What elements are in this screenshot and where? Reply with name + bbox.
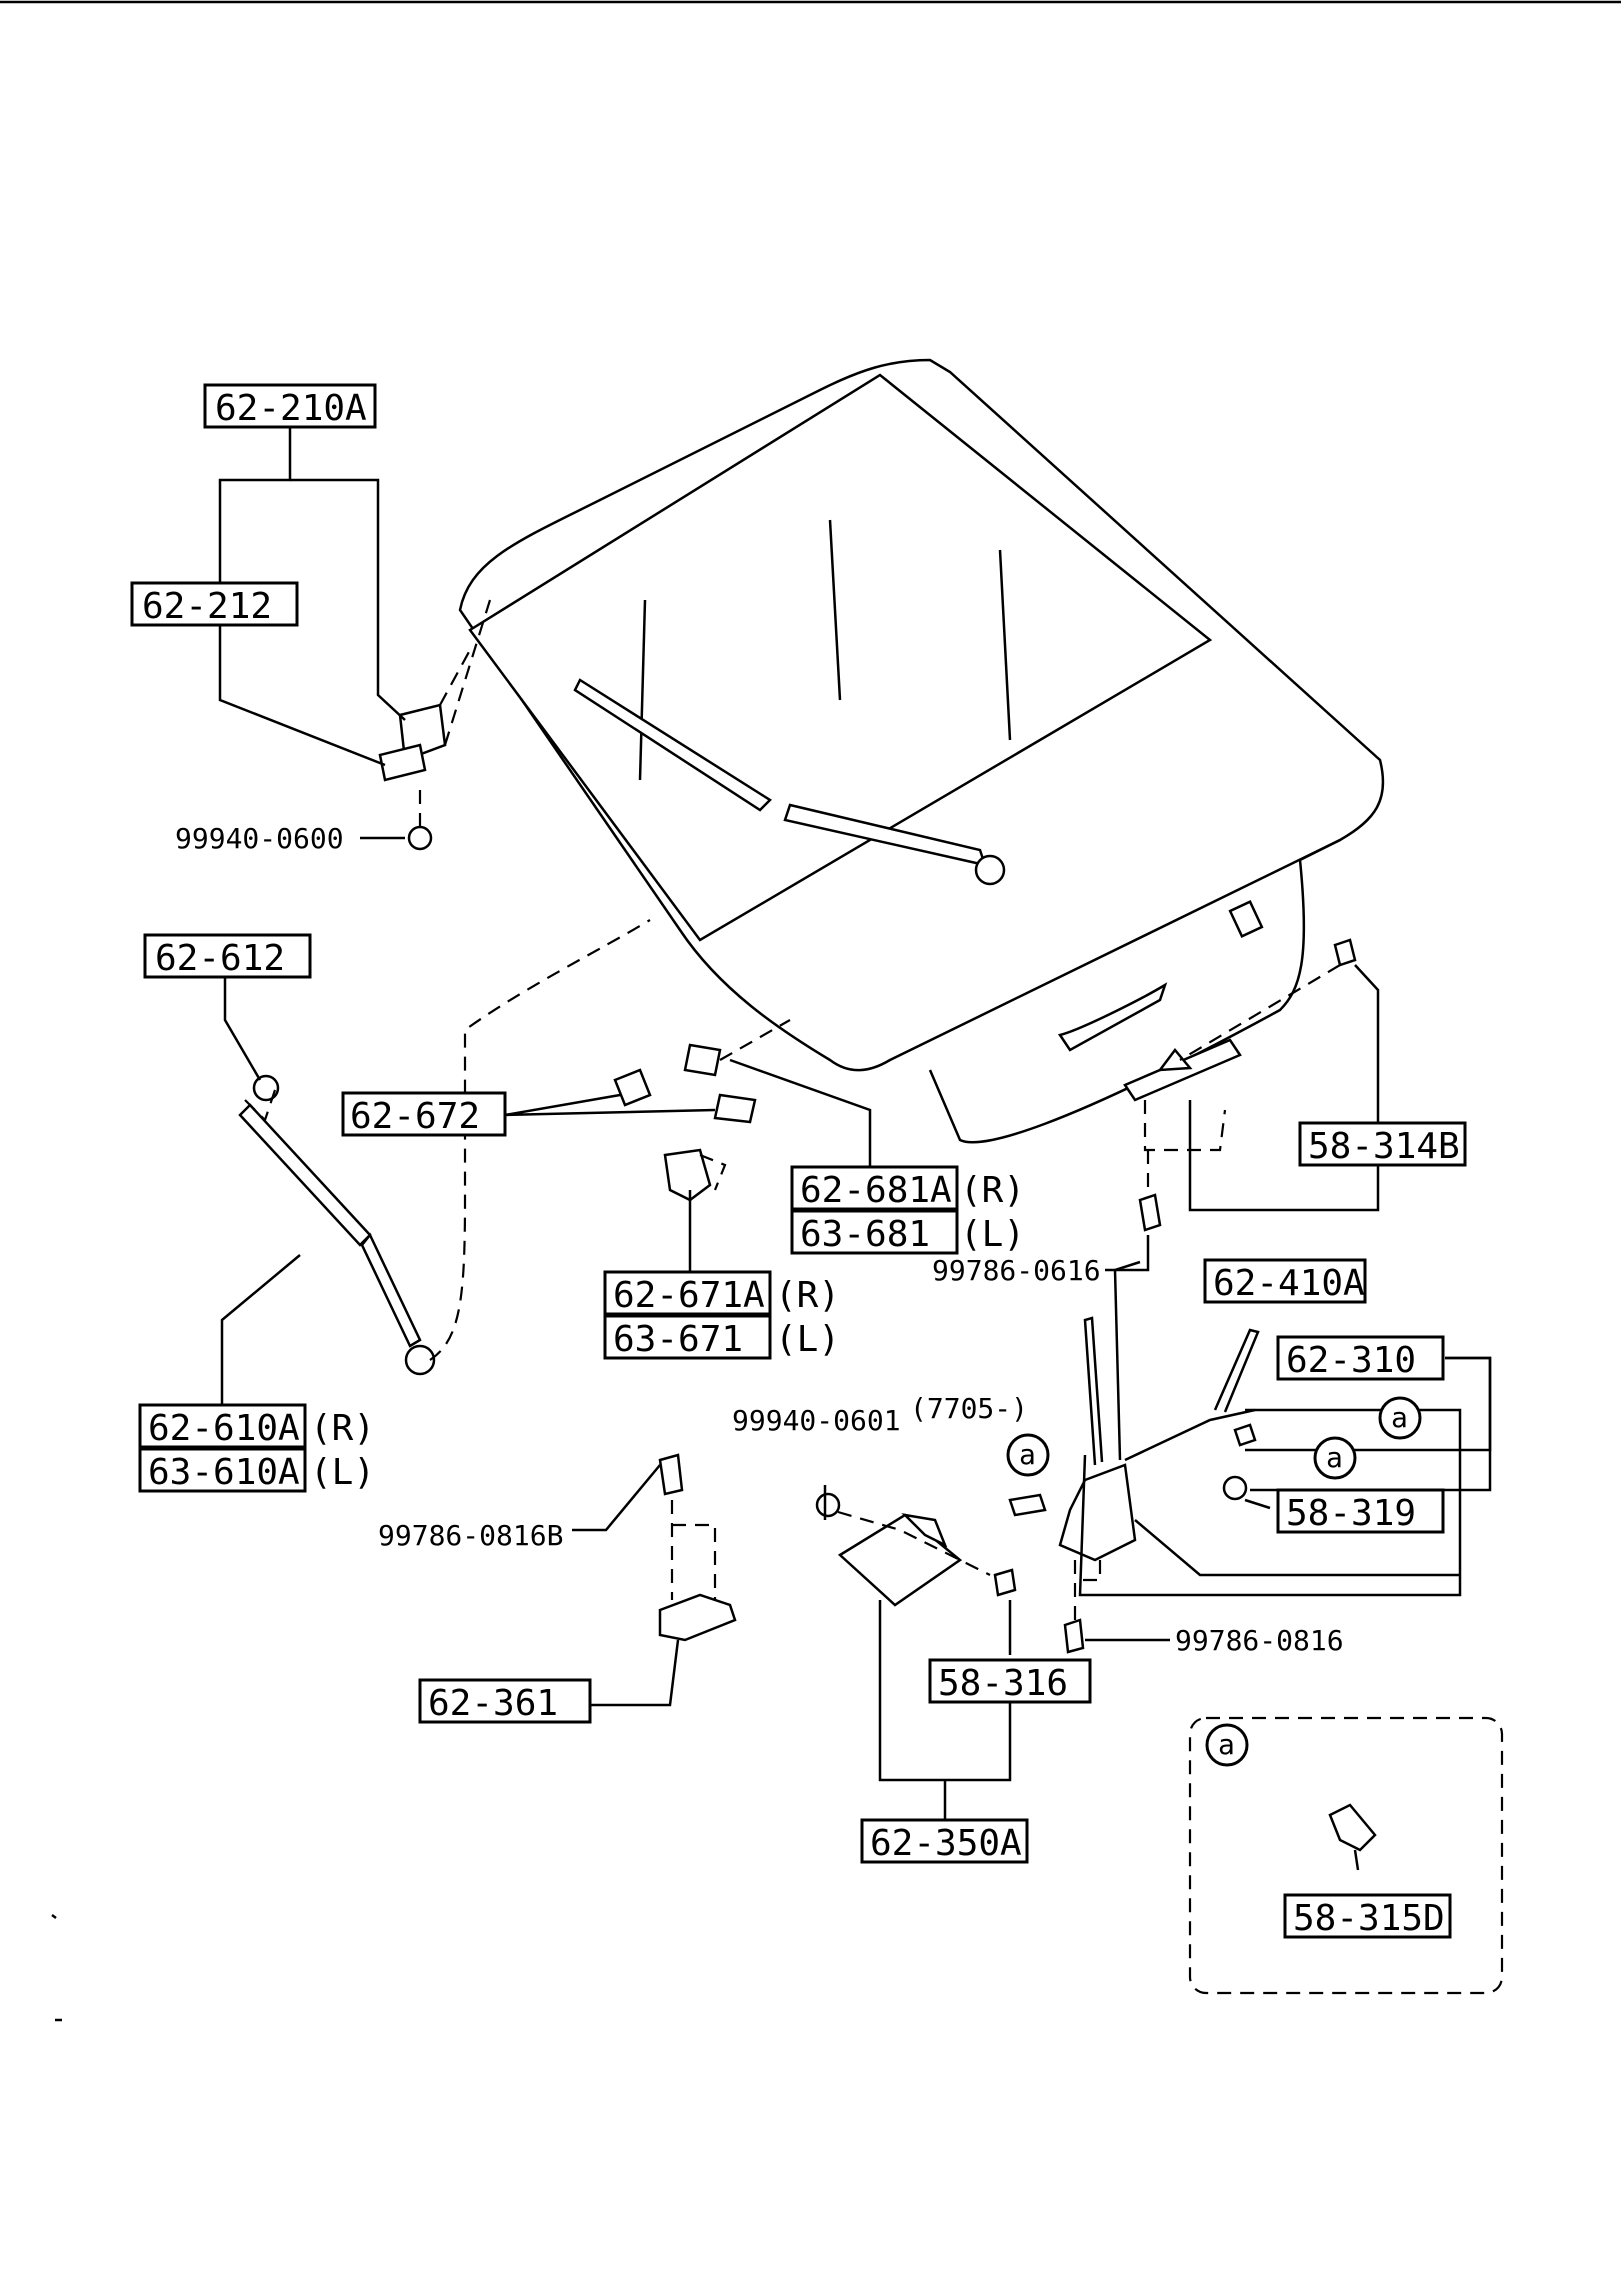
hinge-62-212 bbox=[378, 599, 492, 851]
stray-mark-1 bbox=[51, 1914, 57, 1919]
label-text-62-671A: 62-671A bbox=[613, 1275, 765, 1316]
ref-a-detail-text: a bbox=[1218, 1728, 1235, 1761]
lock-actuator-62-350A bbox=[815, 1492, 1017, 1607]
label-text-62-350A: 62-350A bbox=[870, 1823, 1022, 1864]
side-l-610: (L) bbox=[310, 1452, 375, 1493]
label-text-58-314B: 58-314B bbox=[1308, 1126, 1460, 1167]
label-text-99786-0816: 99786-0816 bbox=[1175, 1624, 1344, 1657]
label-text-63-610A: 63-610A bbox=[148, 1452, 300, 1493]
ref-a-2: a bbox=[1313, 1436, 1357, 1480]
label-62-350A: 62-350A bbox=[860, 1818, 1029, 1864]
label-text-62-361: 62-361 bbox=[428, 1683, 558, 1724]
label-text-99940-0600: 99940-0600 bbox=[175, 822, 344, 855]
label-text-63-671: 63-671 bbox=[613, 1319, 743, 1360]
label-58-316: 58-316 bbox=[928, 1658, 1092, 1704]
side-r-681: (R) bbox=[960, 1170, 1025, 1211]
label-62-671A: 62-671A (R) 63-671 (L) bbox=[603, 1270, 840, 1360]
label-text-62-681A: 62-681A bbox=[800, 1170, 952, 1211]
label-text-58-319: 58-319 bbox=[1286, 1493, 1416, 1534]
lock-striker-58-314B bbox=[1123, 938, 1357, 1232]
label-text-62-672: 62-672 bbox=[350, 1096, 480, 1137]
detail-a-frame bbox=[1188, 1716, 1504, 1995]
label-99940-0600: 99940-0600 bbox=[175, 822, 344, 855]
label-62-612: 62-612 bbox=[143, 933, 312, 979]
ref-a-3-text: a bbox=[1019, 1438, 1036, 1471]
label-62-410A: 62-410A bbox=[1203, 1258, 1367, 1304]
side-r-610: (R) bbox=[310, 1408, 375, 1449]
gas-strut-62-610A bbox=[238, 919, 651, 1376]
ref-a-1-text: a bbox=[1391, 1401, 1408, 1434]
label-text-99940-0601: 99940-0601 bbox=[732, 1404, 901, 1437]
label-text-62-410A: 62-410A bbox=[1213, 1263, 1365, 1304]
label-58-314B: 58-314B bbox=[1298, 1121, 1467, 1167]
liftgate bbox=[458, 358, 1385, 1144]
label-text-62-610A: 62-610A bbox=[148, 1408, 300, 1449]
label-text-99786-0816B: 99786-0816B bbox=[378, 1519, 563, 1552]
latch-assembly-62-310 bbox=[1008, 1260, 1260, 1654]
label-58-319: 58-319 bbox=[1276, 1488, 1445, 1534]
label-text-63-681: 63-681 bbox=[800, 1214, 930, 1255]
bracket-62-361 bbox=[658, 1453, 737, 1642]
stopper-parts bbox=[613, 1019, 791, 1202]
label-text-62-612: 62-612 bbox=[155, 938, 285, 979]
label-99940-0601: 99940-0601 (7705-) bbox=[732, 1392, 1028, 1437]
ref-a-detail: a bbox=[1205, 1723, 1249, 1767]
ref-a-3: a bbox=[1006, 1433, 1050, 1477]
label-58-315D: 58-315D bbox=[1283, 1893, 1452, 1939]
label-text-58-316: 58-316 bbox=[938, 1663, 1068, 1704]
ref-a-1: a bbox=[1378, 1396, 1422, 1440]
label-text-99786-0616: 99786-0616 bbox=[932, 1254, 1101, 1287]
wiper-arm bbox=[573, 678, 1006, 886]
label-99786-0816B: 99786-0816B bbox=[378, 1519, 563, 1552]
side-l-681: (L) bbox=[960, 1214, 1025, 1255]
label-62-210A: 62-210A bbox=[203, 383, 377, 429]
label-62-212: 62-212 bbox=[130, 581, 299, 627]
label-62-610A: 62-610A (R) 63-610A (L) bbox=[138, 1403, 375, 1493]
label-99786-0816: 99786-0816 bbox=[1175, 1624, 1344, 1657]
label-99786-0616: 99786-0616 bbox=[932, 1254, 1101, 1287]
label-text-62-210A: 62-210A bbox=[215, 388, 367, 429]
label-text-62-310: 62-310 bbox=[1286, 1340, 1416, 1381]
label-62-361: 62-361 bbox=[418, 1678, 592, 1724]
label-text-7705: (7705-) bbox=[910, 1392, 1028, 1425]
detail-a-clip bbox=[1328, 1803, 1377, 1871]
label-62-310: 62-310 bbox=[1276, 1335, 1445, 1381]
side-l-671: (L) bbox=[775, 1319, 840, 1360]
label-62-681A: 62-681A (R) 63-681 (L) bbox=[790, 1165, 1025, 1255]
side-r-671: (R) bbox=[775, 1275, 840, 1316]
label-text-62-212: 62-212 bbox=[142, 586, 272, 627]
ref-a-2-text: a bbox=[1326, 1441, 1343, 1474]
label-62-672: 62-672 bbox=[341, 1091, 507, 1137]
label-text-58-315D: 58-315D bbox=[1293, 1898, 1445, 1939]
